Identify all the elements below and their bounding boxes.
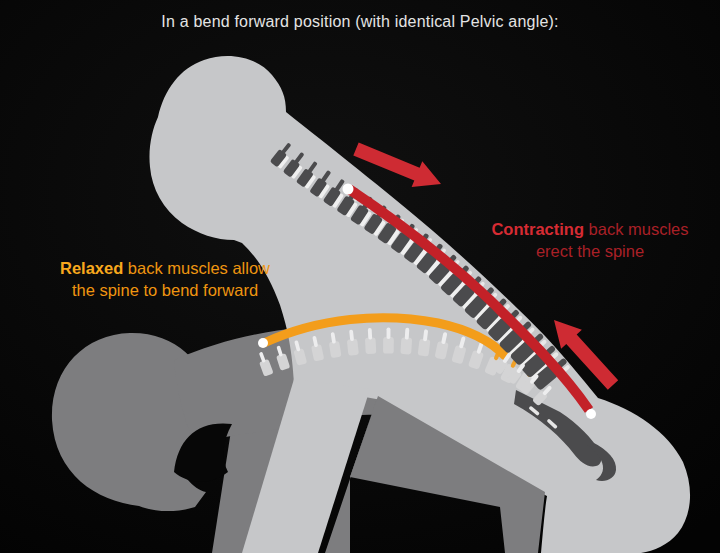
- contracting-label-line2: erect the spine: [470, 240, 710, 262]
- relaxed-label: Relaxed back muscles allow the spine to …: [30, 257, 300, 301]
- relaxed-label-rest: back muscles allow: [123, 259, 270, 277]
- page-title: In a bend forward position (with identic…: [0, 13, 720, 31]
- relaxed-label-line2: the spine to bend forward: [30, 279, 300, 301]
- contracting-muscle-bottom-dot: [586, 409, 596, 419]
- contracting-muscle-top-dot: [343, 184, 354, 195]
- contracting-label: Contracting back muscles erect the spine: [470, 218, 710, 262]
- contracting-label-rest: back muscles: [584, 220, 689, 238]
- contracting-label-emphasis: Contracting: [491, 220, 584, 238]
- relaxed-label-emphasis: Relaxed: [60, 259, 123, 277]
- relaxed-muscle-origin-dot: [258, 338, 268, 348]
